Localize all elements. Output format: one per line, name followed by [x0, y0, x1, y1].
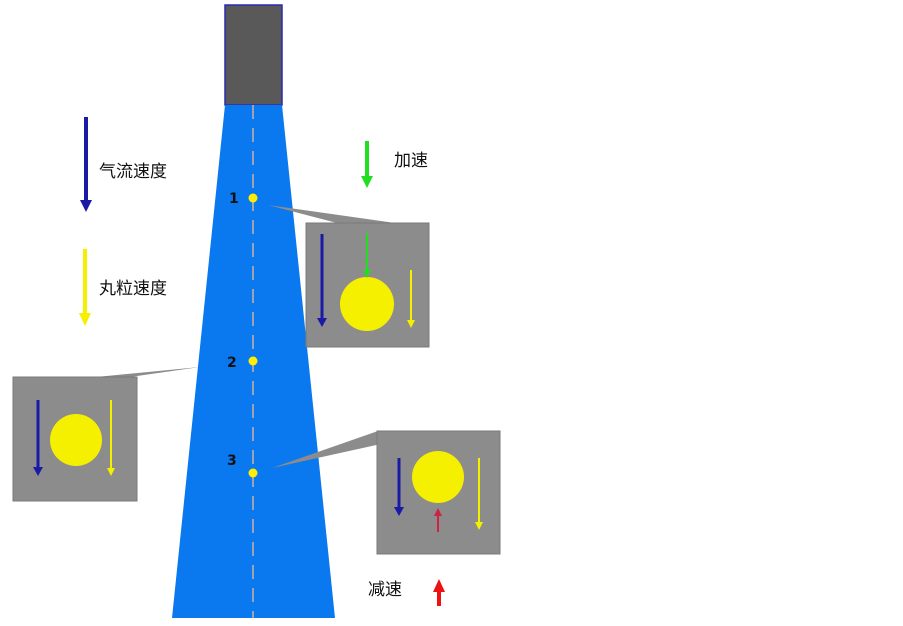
callout-3-airflow-arrowhead [394, 507, 404, 516]
legend-airflow-label: 气流速度 [99, 162, 167, 182]
point-1-label: 1 [229, 191, 239, 207]
nozzle-block [224, 4, 283, 106]
callout-2-airflow-arrowhead [33, 467, 43, 476]
legend-accelerate-label: 加速 [394, 151, 428, 171]
callout-1-accel-arrowhead [363, 270, 371, 278]
up-arrow-icon [433, 579, 445, 592]
point-2-dot [248, 356, 258, 366]
callout-3-pellet-arrowhead [475, 522, 483, 530]
callout-2-pointer [96, 367, 200, 377]
point-3-dot [248, 468, 258, 478]
down-arrow-icon [79, 313, 91, 326]
down-arrow-icon [361, 176, 373, 188]
legend-pellet-label: 丸粒速度 [99, 279, 167, 299]
callout-1-pointer [268, 205, 395, 223]
callout-3-decel-arrowhead [434, 508, 442, 516]
callout-3-pellet [412, 451, 464, 503]
point-3-label: 3 [227, 453, 237, 469]
callout-1-airflow-arrowhead [317, 318, 327, 327]
callout-2-pellet [50, 414, 102, 466]
legend-decelerate-label: 减速 [368, 580, 402, 600]
callout-2-pellet-arrowhead [107, 468, 115, 476]
callout-1-pellet-arrowhead [407, 320, 415, 328]
callout-1-pellet [340, 277, 394, 331]
point-2-label: 2 [227, 355, 237, 371]
down-arrow-icon [80, 200, 92, 212]
point-1-dot [248, 193, 258, 203]
